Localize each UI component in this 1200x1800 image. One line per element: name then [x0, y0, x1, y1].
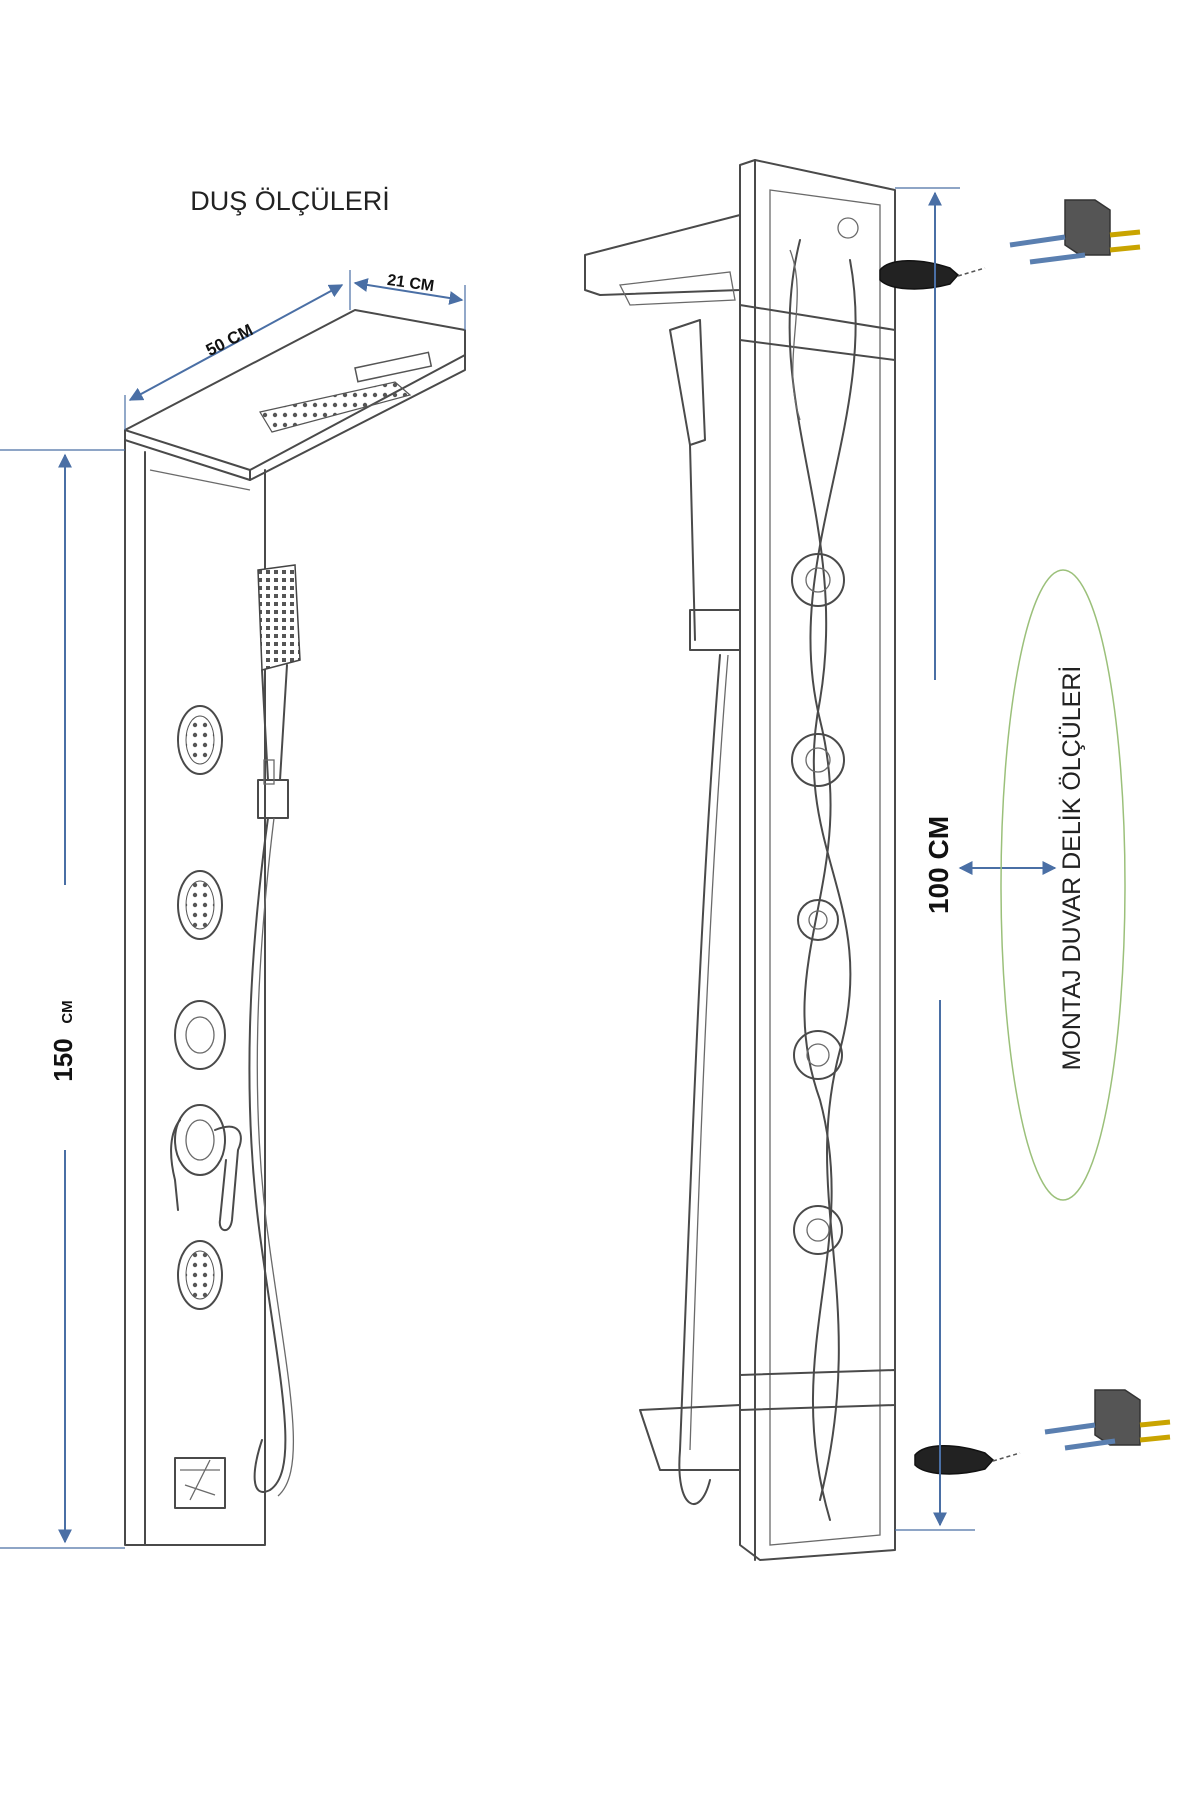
- back-view-panel: [584, 159, 896, 1561]
- height-dimension: 150 CM: [0, 449, 125, 1549]
- body-jet-icon: [177, 1240, 223, 1310]
- mount-spacing-label: 100 CM: [923, 816, 954, 914]
- height-value: 150: [48, 1038, 78, 1081]
- wall-anchor-icon: [879, 260, 986, 290]
- front-view-panel: [124, 309, 466, 1546]
- hand-shower-icon: [257, 564, 301, 819]
- hose: [248, 817, 287, 1493]
- height-unit: CM: [59, 1000, 76, 1023]
- mount-label-callout: MONTAJ DUVAR DELİK ÖLÇÜLERİ: [1000, 569, 1126, 1201]
- mixer-valve-icon: [170, 1104, 242, 1232]
- tub-spout-icon: [174, 1457, 226, 1509]
- valve-fitting-icon: [793, 1205, 843, 1255]
- depth-dimension: 21 CM: [349, 270, 466, 330]
- rain-showerhead-icon: [259, 351, 433, 433]
- mount-spacing-dimension: 100 CM: [895, 187, 1057, 1531]
- body-jet-icon: [177, 705, 223, 775]
- valve-fitting-icon: [791, 553, 845, 607]
- valve-fitting-icon: [797, 899, 839, 941]
- width-label: 50 CM: [203, 320, 256, 360]
- depth-label: 21 CM: [386, 272, 435, 295]
- valve-fitting-icon: [793, 1030, 843, 1080]
- diverter-knob-icon: [174, 1000, 226, 1070]
- title: DUŞ ÖLÇÜLERİ: [190, 185, 390, 216]
- body-jet-icon: [177, 870, 223, 940]
- mount-label: MONTAJ DUVAR DELİK ÖLÇÜLERİ: [1057, 666, 1086, 1071]
- wall-anchor-icon: [914, 1445, 1021, 1475]
- mounting-bracket-icon: [1009, 199, 1141, 265]
- valve-fitting-icon: [791, 733, 845, 787]
- mounting-bracket-icon: [1044, 1389, 1171, 1451]
